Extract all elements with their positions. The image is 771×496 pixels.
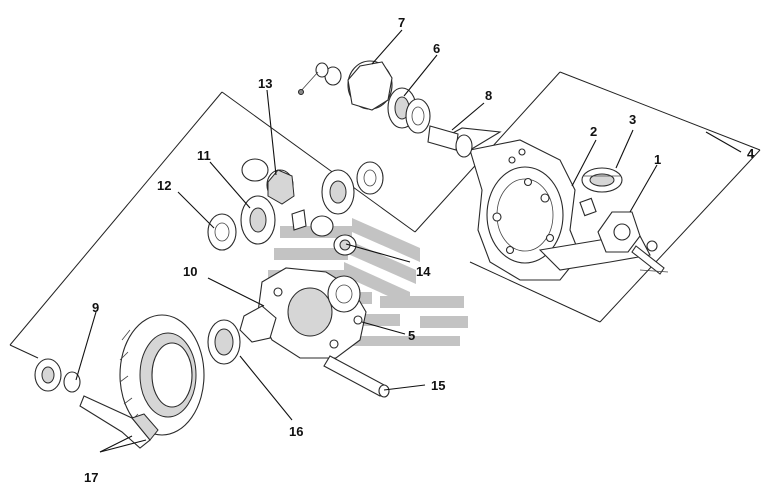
companion-flange-1: [579, 197, 669, 275]
callout-13: 13: [258, 76, 272, 91]
callout-2: 2: [590, 124, 597, 139]
bearing-3: [581, 167, 623, 193]
callout-9: 9: [92, 300, 99, 315]
callout-10: 10: [183, 264, 197, 279]
assembly-frame-lines: [9, 71, 761, 359]
callout-16: 16: [289, 424, 303, 439]
callout-14: 14: [416, 264, 431, 279]
differential-case: [239, 267, 367, 359]
ring-gear-pinion-17: [79, 314, 205, 449]
pinion-cage-group: [298, 60, 473, 158]
callout-labels: 1 2 3 4 5 6 7 8 9 10 11 12 13 14 15 16 1…: [84, 15, 755, 485]
side-bearing-16: [207, 319, 241, 365]
callout-15: 15: [431, 378, 445, 393]
callout-7: 7: [398, 15, 405, 30]
callout-3: 3: [629, 112, 636, 127]
callout-11: 11: [197, 148, 211, 163]
pinion-bearing-9: [34, 358, 81, 393]
callout-1: 1: [654, 152, 661, 167]
leader-lines: [75, 29, 742, 453]
callout-12: 12: [157, 178, 171, 193]
callout-5: 5: [408, 328, 415, 343]
callout-8: 8: [485, 88, 492, 103]
axle-shaft-15: [323, 355, 390, 398]
callout-17: 17: [84, 470, 98, 485]
differential-gears: [207, 158, 384, 256]
callout-4: 4: [747, 146, 755, 161]
axle-housing: [438, 127, 651, 281]
callout-6: 6: [433, 41, 440, 56]
